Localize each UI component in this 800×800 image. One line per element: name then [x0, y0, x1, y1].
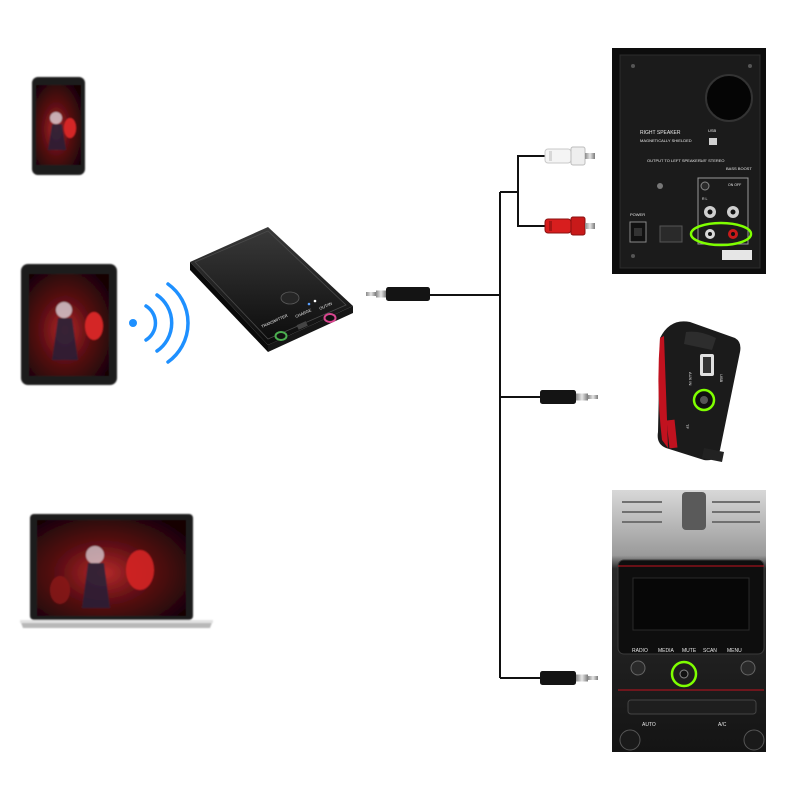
speaker-stereo-label: 1/8" STEREO [700, 158, 725, 163]
speaker-input-highlight [689, 221, 753, 247]
speaker-bass-label: BASS BOOST [726, 166, 752, 171]
smartphone [32, 77, 85, 175]
speaker-output-label: OUTPUT TO LEFT SPEAKER [647, 158, 701, 163]
speaker-power-label: POWER [630, 212, 645, 217]
car-button-radio: RADIO [632, 648, 648, 654]
speaker: RIGHT SPEAKER MAGNETICALLY SHIELDED USB … [612, 48, 766, 274]
tablet [21, 264, 117, 385]
wireless-signal-icon [129, 282, 190, 364]
rca-white-plug [544, 146, 595, 166]
speaker-subtitle: MAGNETICALLY SHIELDED [640, 138, 692, 143]
car-button-scan: SCAN [703, 648, 717, 654]
car-aux-highlight [670, 660, 698, 688]
speaker-title: RIGHT SPEAKER [640, 130, 681, 136]
car-button-mute: MUTE [682, 648, 697, 654]
car-button-media: MEDIA [658, 648, 675, 654]
laptop [20, 514, 213, 628]
portable-tf-label: TF [685, 424, 690, 429]
audio-plug-car [540, 671, 598, 685]
audio-plug-main [366, 287, 430, 301]
receiver-label-outin: OUT/IN [318, 301, 333, 311]
car-auto-label: AUTO [642, 722, 656, 728]
car-ac-label: A/C [718, 722, 727, 728]
car-stereo: RADIO MEDIA MUTE SCAN MENU AUTO A/C [612, 490, 766, 752]
receiver-label-charge: CHARGE [294, 307, 312, 319]
speaker-rl-label: R L [702, 197, 708, 201]
bluetooth-receiver: TRANSMITTER CHARGE OUT/IN [190, 227, 353, 352]
portable-usb-label: USB [719, 374, 724, 383]
speaker-onoff-label: ON OFF [728, 183, 741, 187]
rca-red-plug [544, 216, 595, 236]
cable-network [430, 155, 545, 679]
car-button-menu: MENU [727, 648, 742, 654]
speaker-usb-label: USB [708, 128, 717, 133]
portable-speaker: USB AUX IN TF [657, 321, 741, 462]
portable-aux-label: AUX IN [688, 372, 693, 385]
audio-plug-portable [540, 390, 598, 404]
